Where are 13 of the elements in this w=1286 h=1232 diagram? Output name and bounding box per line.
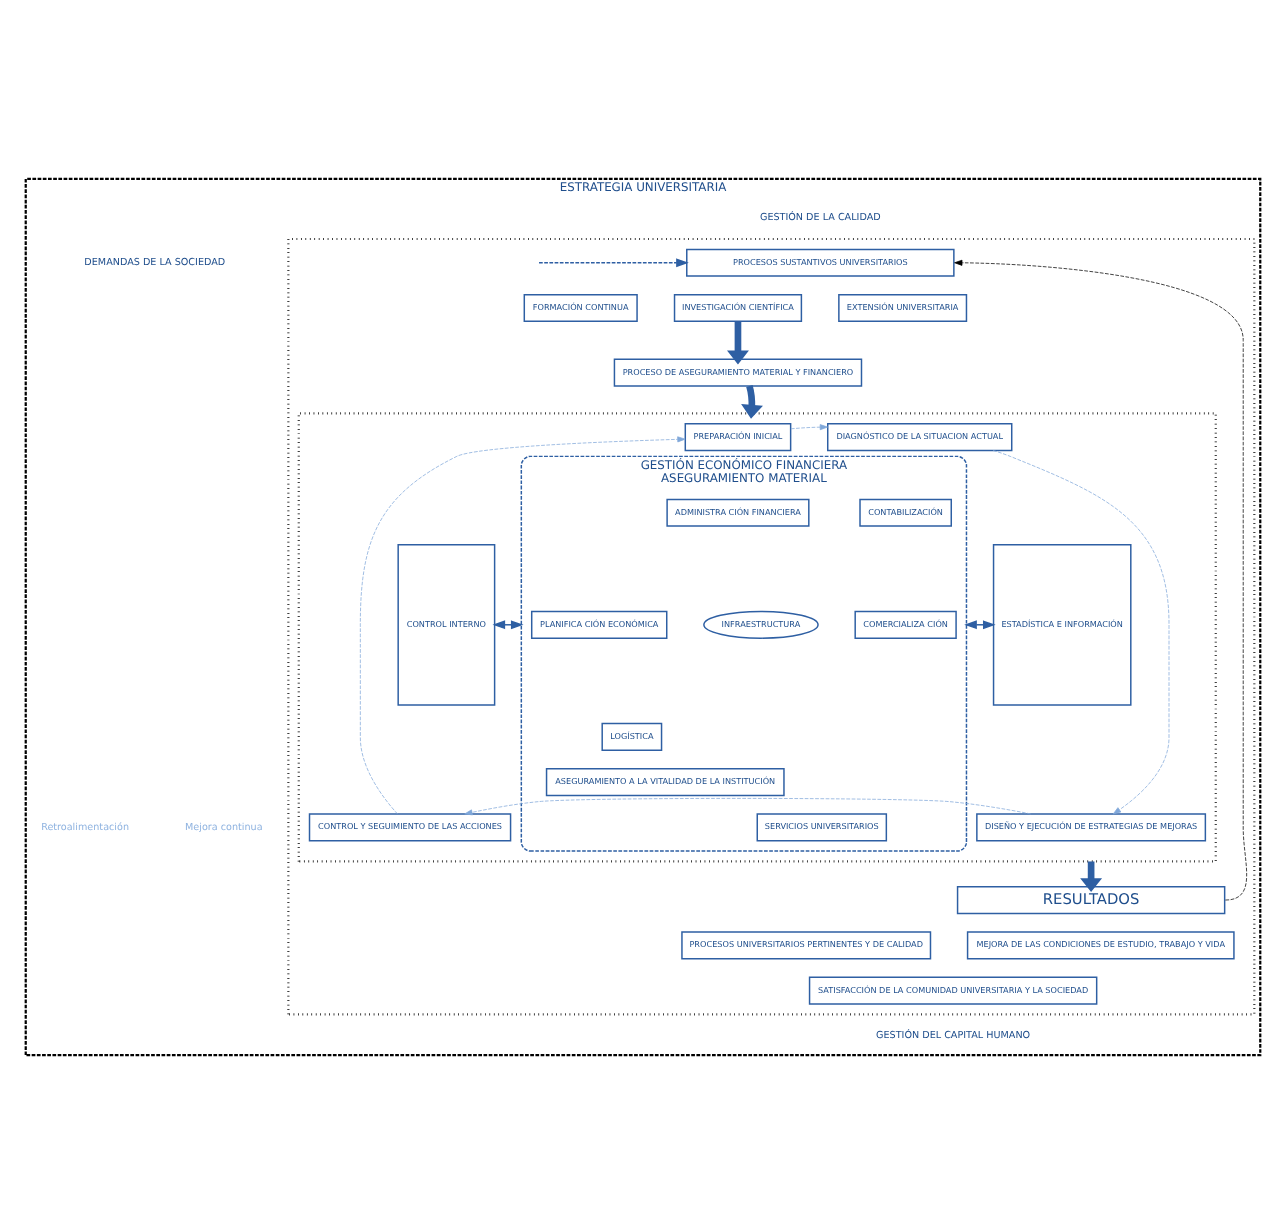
arrow xyxy=(727,320,749,364)
arrow xyxy=(741,384,763,418)
arrow xyxy=(492,619,524,629)
arrow xyxy=(359,435,686,814)
cluster xyxy=(297,411,1217,862)
arrow xyxy=(992,449,1170,814)
arrow xyxy=(1080,860,1103,892)
arrow xyxy=(790,423,828,430)
arrow xyxy=(538,257,689,267)
arrow xyxy=(964,619,996,629)
arrow xyxy=(954,258,1248,900)
cluster xyxy=(287,236,1256,1015)
arrow xyxy=(464,797,1031,815)
